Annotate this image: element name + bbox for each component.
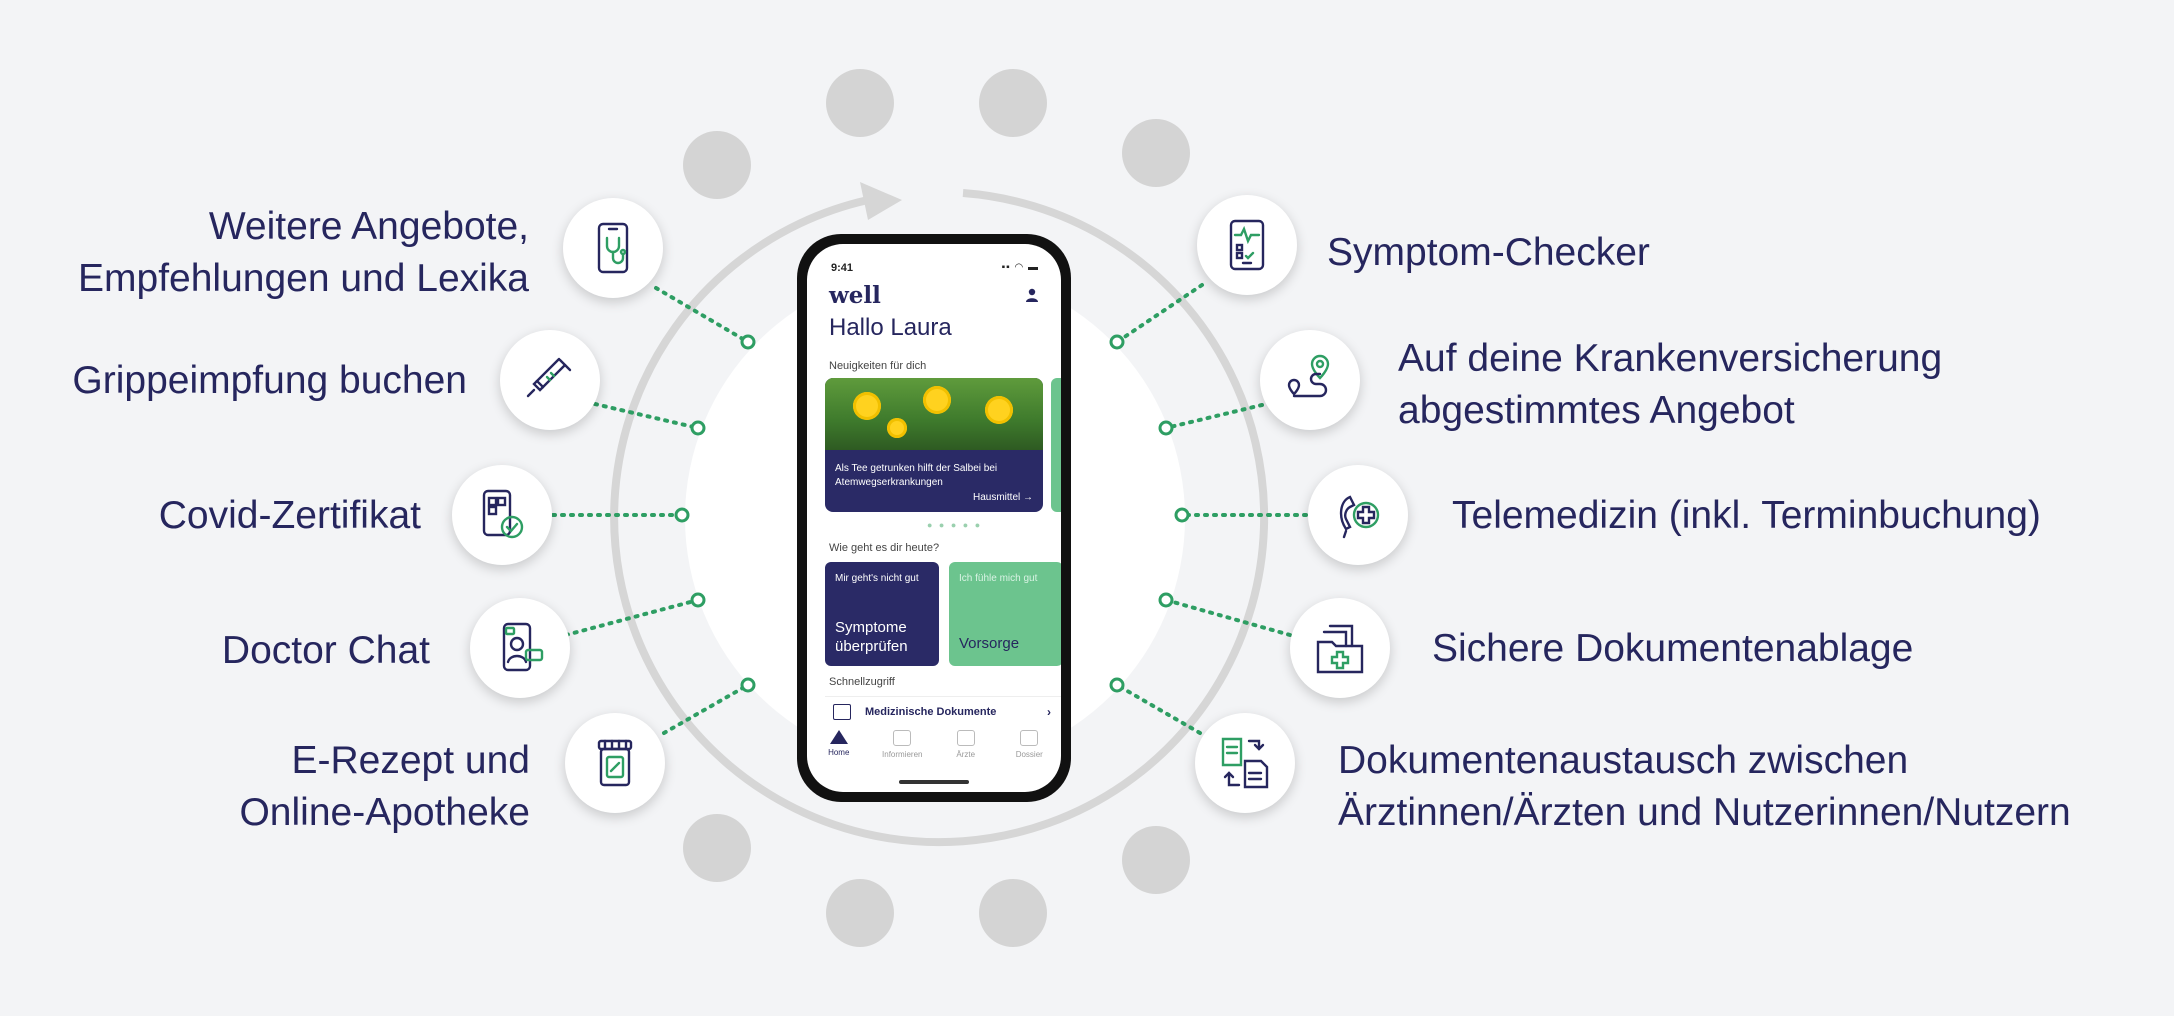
document-exchange-icon [1195, 713, 1295, 813]
phone-status-icons: ▪▪ ◠ ▬ [1001, 262, 1039, 273]
nav-home[interactable]: Home [811, 730, 867, 757]
feature-label-symptom-checker: Symptom-Checker [1327, 231, 1650, 274]
cycle-arrowhead [860, 182, 902, 220]
symptoms-tile[interactable]: Mir geht's nicht gut Symptome überprüfen [825, 562, 939, 666]
news-heading: Neuigkeiten für dich [829, 360, 927, 372]
connector-line [1164, 403, 1264, 430]
qr-certificate-icon [452, 465, 552, 565]
feature-label-telemedicine: Telemedizin (inkl. Terminbuchung) [1452, 494, 2041, 537]
feature-label-flu-vaccination: Grippeimpfung buchen [72, 359, 467, 402]
feature-label-document-storage: Sichere Dokumentenablage [1432, 627, 1914, 670]
folder-icon [1020, 730, 1039, 746]
news-card-text: Als Tee getrunken hilft der Salbei bei A… [835, 463, 998, 488]
medical-documents-row[interactable]: Medizinische Dokumente › [825, 696, 1061, 727]
medical-documents-label: Medizinische Dokumente [865, 706, 997, 718]
greeting: Hallo Laura [829, 314, 952, 341]
document-icon [833, 704, 851, 720]
home-indicator [899, 780, 969, 784]
nav-doctors[interactable]: Ärzte [938, 730, 994, 759]
connector-endpoint [690, 592, 706, 608]
connector-endpoint [690, 420, 706, 436]
connector-endpoint [1158, 420, 1174, 436]
news-card[interactable]: Als Tee getrunken hilft der Salbei bei A… [825, 378, 1043, 512]
connector-line [1115, 683, 1202, 735]
briefcase-icon [893, 730, 912, 746]
syringe-icon [500, 330, 600, 430]
profile-icon[interactable] [1025, 288, 1039, 302]
phone-time: 9:41 [831, 262, 854, 274]
chevron-right-icon: › [1047, 705, 1051, 719]
decorative-dots [683, 69, 1190, 947]
nav-dossier-label: Dossier [1015, 750, 1043, 759]
nav-doctors-label: Ärzte [956, 750, 976, 759]
home-icon [829, 730, 848, 744]
news-card-link[interactable]: Hausmittel → [972, 492, 1033, 503]
connector-lines [551, 283, 1308, 735]
phone-stethoscope-icon [563, 198, 663, 298]
nav-home-label: Home [828, 748, 850, 757]
doctor-icon [956, 730, 975, 746]
decorative-dot [979, 69, 1047, 137]
feature-label-covid-certificate: Covid-Zertifikat [158, 494, 421, 537]
connector-endpoint [740, 334, 756, 350]
decorative-dot [683, 131, 751, 199]
symptom-checker-icon [1197, 195, 1297, 295]
connector-endpoint [1174, 507, 1190, 523]
cycle-ring [610, 189, 1269, 847]
doctor-chat-icon [470, 598, 570, 698]
connector-endpoint [1109, 334, 1125, 350]
quick-access-heading: Schnellzugriff [829, 676, 895, 688]
route-pin-icon [1260, 330, 1360, 430]
decorative-dot [683, 814, 751, 882]
pharmacy-icon [565, 713, 665, 813]
decorative-dot [979, 879, 1047, 947]
prevention-tile-title: Vorsorge [959, 635, 1020, 652]
connector-line [662, 683, 750, 735]
connector-endpoint [740, 677, 756, 693]
app-logo: well [829, 282, 881, 309]
symptoms-tile-title: Symptome überprüfen [835, 619, 908, 655]
decorative-dot [1122, 826, 1190, 894]
connector-line [1115, 283, 1204, 344]
next-card-peek[interactable] [1051, 378, 1061, 512]
symptoms-tile-caption: Mir geht's nicht gut [835, 573, 919, 584]
phone-mockup: 9:41 ▪▪ ◠ ▬ well Hallo Laura Neuigkeiten… [797, 234, 1071, 802]
mood-question: Wie geht es dir heute? [829, 542, 940, 554]
connector-endpoint [674, 507, 690, 523]
connector-line [593, 402, 700, 430]
feature-label-doctor-chat: Doctor Chat [221, 629, 430, 672]
carousel-dots[interactable]: ● ● ● ● ● [927, 520, 983, 530]
prevention-tile[interactable]: Ich fühle mich gut Vorsorge [949, 562, 1061, 666]
connector-line [654, 286, 750, 344]
nav-dossier[interactable]: Dossier [1001, 730, 1057, 759]
telephone-cross-icon [1308, 465, 1408, 565]
nav-inform[interactable]: Informieren [874, 730, 930, 759]
connector-endpoint [1158, 592, 1174, 608]
bottom-nav: Home Informieren Ärzte Dossier [807, 730, 1061, 780]
decorative-dot [1122, 119, 1190, 187]
folder-cross-icon [1290, 598, 1390, 698]
decorative-dot [826, 879, 894, 947]
nav-inform-label: Informieren [882, 750, 923, 759]
feature-label-more-offers: Weitere Angebote,Empfehlungen und Lexika [78, 205, 529, 300]
dandelion-image [825, 378, 1043, 450]
connector-endpoint [1109, 677, 1125, 693]
phone-screen: 9:41 ▪▪ ◠ ▬ well Hallo Laura Neuigkeiten… [807, 244, 1061, 792]
decorative-dot [826, 69, 894, 137]
prevention-tile-caption: Ich fühle mich gut [959, 573, 1038, 584]
connector-line [1164, 598, 1292, 637]
